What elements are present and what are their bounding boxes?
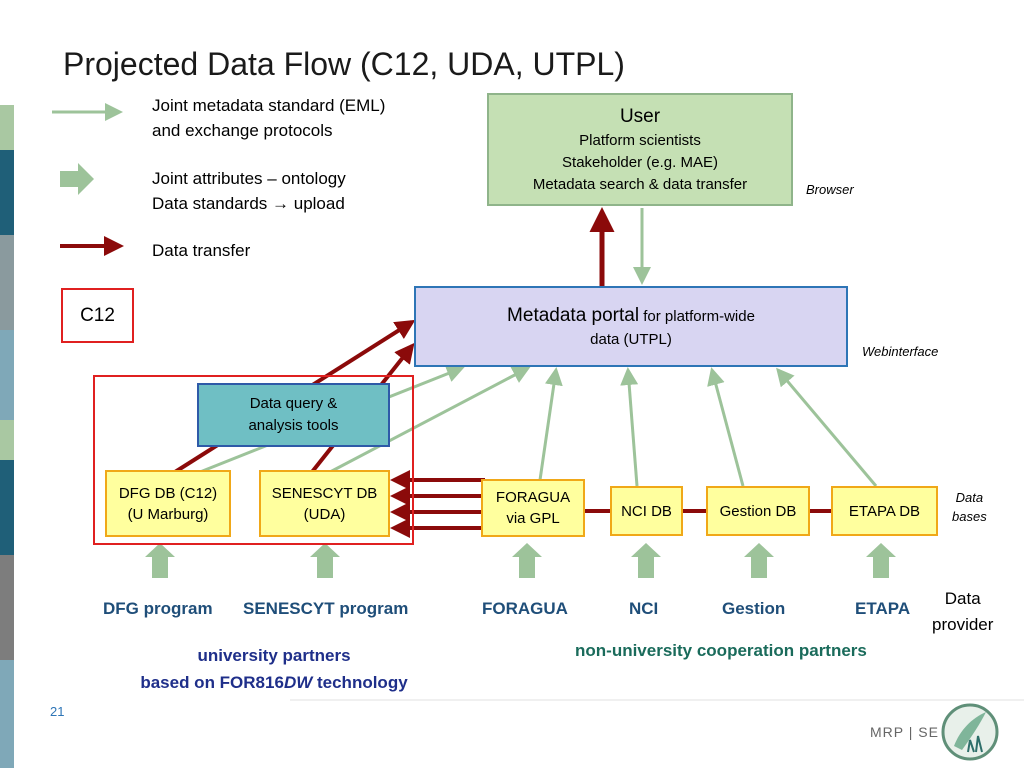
provider-senescyt: SENESCYT program (243, 599, 409, 618)
side-stripe (0, 660, 14, 768)
webinterface-caption: Webinterface (862, 344, 939, 359)
upload-arrow-foragua (512, 543, 542, 578)
arrow-gestion-metadata (707, 367, 745, 487)
databases-caption: Data bases (952, 490, 987, 524)
page-number: 21 (50, 704, 65, 719)
senescyt-db-box: SENESCYT DB (UDA) (259, 470, 390, 537)
upload-arrow-etapa (866, 543, 896, 578)
arrow-nci-metadata (620, 367, 639, 487)
provider-foragua: FORAGUA (482, 599, 568, 618)
data-provider-caption: Data provider (932, 589, 994, 634)
side-stripe (0, 555, 14, 660)
provider-etapa: ETAPA (855, 599, 911, 618)
gestion-db-box: Gestion DB (706, 486, 810, 536)
data-query-tools-box: Data query & analysis tools (197, 383, 390, 447)
logo-emblem-icon (941, 703, 999, 761)
legend-attributes-arrow (60, 163, 94, 195)
dfg-db-box: DFG DB (C12) (U Marburg) (105, 470, 231, 537)
side-stripe (0, 420, 14, 460)
user-title: User (619, 105, 661, 127)
legend-attributes-text: Joint attributes – ontology Data standar… (152, 169, 346, 213)
upload-arrow-nci (631, 543, 661, 578)
legend-metadata-text: Joint metadata standard (EML) and exchan… (152, 96, 386, 140)
metadata-portal-box: Metadata portal for platform-wide data (… (414, 286, 848, 367)
foragua-db-box: FORAGUA via GPL (481, 479, 585, 537)
nci-db-box: NCI DB (610, 486, 683, 536)
side-stripe (0, 330, 14, 420)
university-frame (93, 375, 414, 545)
user-box: User Platform scientists Stakeholder (e.… (487, 93, 793, 206)
browser-caption: Browser (806, 182, 854, 197)
side-stripe (0, 235, 14, 330)
side-stripe (0, 460, 14, 555)
provider-nci: NCI (629, 599, 659, 618)
provider-dfg: DFG program (103, 599, 213, 618)
university-partners-label: university partners based on FOR816DW te… (140, 646, 408, 692)
arrow-foragua-metadata (538, 367, 563, 481)
portal-line2: data (UTPL) (590, 331, 672, 348)
arrow-etapa-metadata (776, 367, 878, 487)
portal-title: Metadata portal (507, 305, 640, 326)
etapa-db-box: ETAPA DB (831, 486, 938, 536)
side-stripe (0, 105, 14, 150)
legend-transfer-text: Data transfer (152, 241, 251, 260)
mrp-se-logo: MRP | SE (866, 700, 1016, 764)
slide-title: Projected Data Flow (C12, UDA, UTPL) (63, 46, 625, 82)
arrow-senescyt-metadata (329, 366, 531, 474)
non-university-partners-label: non-university cooperation partners (575, 641, 867, 660)
c12-label: C12 (61, 288, 134, 343)
upload-arrow-gestion (744, 543, 774, 578)
portal-suffix: for platform-wide (639, 308, 755, 325)
upload-arrow-senescyt (310, 543, 340, 578)
upload-arrow-dfg (145, 543, 175, 578)
logo-text: MRP | SE (870, 724, 939, 740)
side-stripe (0, 150, 14, 235)
provider-gestion: Gestion (722, 599, 786, 618)
